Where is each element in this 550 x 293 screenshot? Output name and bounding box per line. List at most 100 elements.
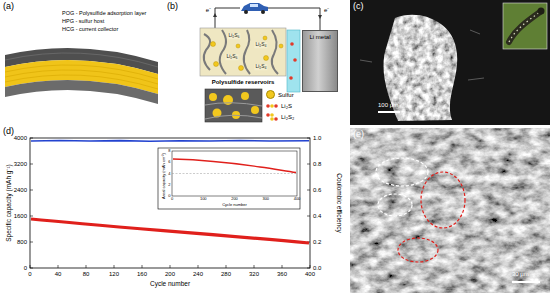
lithium-ions — [293, 58, 297, 62]
highlight-ellipses — [398, 238, 438, 262]
node-text: Li metal — [305, 34, 335, 41]
reference-line — [172, 173, 297, 174]
figure-label: 6 — [168, 160, 170, 164]
sem-image-c — [360, 30, 484, 80]
figure-label: Cycle number — [222, 203, 247, 207]
figure-label: 800 — [17, 239, 27, 246]
figure-label: 0 — [171, 197, 173, 201]
figure-label: Li₂S₆ — [225, 54, 238, 60]
capacity-curve — [31, 219, 309, 243]
legend-text: Sulfur — [278, 92, 294, 98]
figure-label: 0 — [28, 271, 31, 278]
sulfur-particles — [239, 66, 244, 71]
legend-swatch — [266, 90, 275, 99]
sem-image-e — [350, 128, 550, 293]
sulfur-particles — [263, 36, 267, 40]
zoom-sulfur — [223, 95, 233, 105]
figure-label: 100 μm — [378, 102, 398, 109]
figure-label: e⁻ — [206, 7, 211, 14]
cycling-chart — [30, 138, 310, 268]
axis-title: Coulombic efficiency — [335, 173, 342, 233]
figure-label: (c) — [353, 2, 364, 12]
figure-label: 0.2 — [313, 239, 321, 246]
figure-label: Li₂S₆ — [227, 33, 240, 39]
lithium-ions — [290, 42, 294, 46]
atom — [274, 104, 278, 108]
sem-image-c — [370, 0, 470, 125]
figure-label: 2400 — [14, 187, 27, 194]
legend-text: Li₂S — [281, 103, 292, 109]
figure-label: 0.0 — [313, 265, 321, 272]
hcg-layer — [5, 80, 158, 104]
figure-label: 0 — [168, 194, 170, 198]
figure-label: (a) — [3, 2, 14, 12]
atom — [266, 104, 270, 108]
figure-label: 320 — [249, 271, 259, 278]
figure-label: (d) — [3, 127, 14, 137]
electron-arrow — [213, 13, 322, 19]
legend-row: Li₂S₂ — [266, 111, 294, 122]
highlight-ellipses — [376, 158, 465, 262]
figure-label: Li₂S₄ — [254, 42, 267, 48]
car-icon — [250, 4, 258, 7]
caterpillar-inset — [503, 3, 547, 49]
figure-label: 1600 — [14, 213, 27, 220]
circuit-wire — [215, 8, 320, 30]
sem-image-e — [350, 128, 550, 293]
figure-label: 400 — [305, 271, 315, 278]
highlight-ellipses — [421, 172, 465, 228]
graphene-sheets — [244, 30, 250, 74]
sulfur-cathode — [200, 28, 286, 76]
figure-label: POG - Polysulfide adsorption layer — [62, 10, 146, 16]
zoom-sulfur — [241, 92, 249, 100]
figure-label: Cycle number — [150, 280, 190, 287]
figure-label: 40 — [55, 271, 62, 278]
legend-text: Li₂S₂ — [281, 114, 294, 120]
efficiency-curve — [31, 140, 309, 142]
sem-image-e — [350, 128, 550, 293]
zoom-sheets — [205, 103, 262, 119]
molecule-symbol — [266, 102, 278, 110]
atom — [274, 117, 278, 121]
figure-label: 240 — [193, 271, 203, 278]
figure-label: 30 μm — [512, 271, 529, 278]
sulfur-particles — [211, 36, 284, 71]
graphene-sheets — [272, 30, 278, 74]
inset-frame — [158, 148, 300, 209]
figure-label: 400 — [294, 197, 301, 201]
figure-label: 0.4 — [313, 213, 321, 220]
figure-label: 0.6 — [313, 187, 321, 194]
figure-label: 3200 — [14, 161, 27, 168]
figure-label: (e) — [353, 130, 364, 140]
atom — [270, 104, 274, 108]
sulfur-particles — [264, 56, 269, 61]
graphene-sheets — [220, 30, 226, 74]
figure-label: e⁻ — [324, 7, 329, 14]
figure-label: 120 — [109, 271, 119, 278]
axis-title: Specific capacity (mAh g⁻¹) — [5, 164, 12, 242]
plot-frame — [30, 138, 310, 268]
figure-label: 0.8 — [313, 161, 321, 168]
figure-label: 80 — [83, 271, 90, 278]
layered-film — [5, 48, 158, 104]
car-icon — [244, 10, 248, 14]
figure-label: 280 — [221, 271, 231, 278]
figure-label: Li₂S₄ — [254, 64, 267, 70]
graphene-sheets — [204, 34, 210, 70]
legend-row: Sulfur — [266, 89, 294, 100]
axis-ticks — [30, 138, 33, 268]
sulfur-particles — [279, 44, 283, 48]
caterpillar-inset — [503, 3, 547, 49]
inset-axes — [172, 151, 297, 196]
figure-label: 0 — [24, 265, 27, 272]
lithium-ions — [289, 42, 297, 80]
zoom-sulfur — [209, 93, 217, 101]
electrode-block: Li metal — [302, 30, 338, 92]
atom — [266, 113, 270, 117]
legend-row: Li₂S — [266, 100, 294, 111]
molecule-symbol — [266, 113, 278, 121]
highlight-ellipses — [378, 194, 412, 216]
